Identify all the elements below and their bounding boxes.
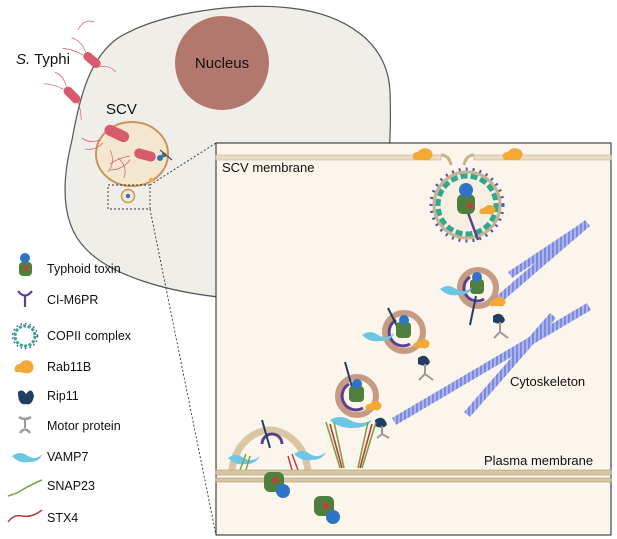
cytoskeleton (392, 220, 591, 425)
rab11b-marker (412, 148, 433, 161)
transport-vesicle (330, 361, 390, 439)
legend-label: COPII complex (47, 329, 132, 343)
inset-panel: SCV membrane Cytoskeleton (215, 142, 612, 536)
legend-item: Motor protein (18, 415, 121, 434)
legend-label: Rab11B (47, 360, 91, 374)
nucleus: Nucleus (175, 16, 269, 110)
legend-item: COPII complex (11, 322, 132, 350)
vamp7-icon (12, 453, 42, 463)
scv-membrane (215, 153, 612, 166)
legend-item: STX4 (7, 509, 78, 525)
pathogen-name: Typhi (30, 51, 70, 68)
legend-label: STX4 (47, 511, 78, 525)
legend-label: Rip11 (47, 389, 79, 403)
snare-complex (325, 421, 377, 469)
pathogen-prefix: S. (16, 51, 30, 68)
snap23-icon (7, 479, 43, 497)
transport-vesicle (362, 307, 434, 381)
budding-vesicle-small (120, 188, 136, 204)
legend: Typhoid toxin CI-M6PR COPII complex Rab1… (7, 253, 132, 525)
legend-label: Typhoid toxin (47, 262, 121, 276)
legend-label: Motor protein (47, 419, 121, 433)
fusion-site (228, 419, 326, 471)
rip11-icon (18, 390, 34, 405)
stx4-icon (7, 509, 43, 523)
scv-bacterium (81, 124, 130, 150)
rab11b-marker (502, 148, 523, 161)
pathogen-label: S. Typhi (16, 51, 70, 68)
scv-membrane-label: SCV membrane (222, 160, 314, 175)
legend-label: VAMP7 (47, 450, 88, 464)
legend-item: SNAP23 (7, 479, 95, 497)
motor-protein-icon (18, 415, 32, 434)
legend-item: Rab11B (14, 360, 91, 374)
typhoid-toxin-icon (19, 253, 32, 276)
copii-coated-vesicle (429, 167, 505, 243)
legend-item: CI-M6PR (17, 290, 98, 307)
plasma-membrane (215, 469, 612, 483)
transport-vesicle (440, 267, 509, 339)
legend-label: CI-M6PR (47, 293, 98, 307)
extracellular-bacteria (43, 20, 117, 120)
ci-m6pr-icon (17, 290, 33, 307)
rab11b-icon (14, 360, 34, 374)
zoom-indicator (107, 142, 217, 536)
typhoid-toxin (457, 183, 475, 214)
typhoid-toxin (264, 472, 290, 498)
copii-complex-icon (11, 322, 39, 350)
scv-vacuole (81, 121, 173, 187)
scv-label: SCV (106, 101, 137, 118)
cytoskeleton-label: Cytoskeleton (510, 374, 585, 389)
nucleus-label: Nucleus (195, 55, 249, 72)
legend-label: SNAP23 (47, 479, 95, 493)
typhoid-toxin (314, 496, 340, 524)
legend-item: Typhoid toxin (19, 253, 121, 276)
legend-item: Rip11 (18, 389, 79, 405)
plasma-membrane-label: Plasma membrane (484, 453, 593, 468)
legend-item: VAMP7 (12, 450, 88, 464)
